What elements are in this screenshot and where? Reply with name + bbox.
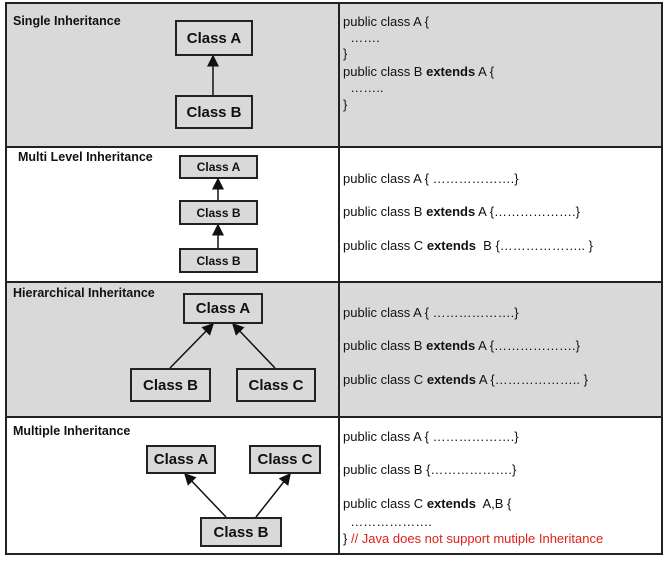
code-text: A,B {	[475, 496, 512, 511]
title-multiple: Multiple Inheritance	[13, 424, 131, 438]
class-box: Class A	[146, 445, 216, 474]
code-line: }	[343, 97, 347, 112]
code-text: ……………….	[343, 514, 432, 529]
code-line: public class C extends B {……………….. }	[343, 238, 593, 253]
code-text: A {……………….. }	[475, 372, 588, 387]
code-text: }	[343, 531, 351, 546]
code-text: public class B	[343, 338, 427, 353]
code-text: }	[343, 97, 348, 112]
code-cell	[338, 148, 661, 281]
class-box: Class A	[175, 20, 253, 56]
class-box: Class B	[200, 517, 282, 547]
code-line: public class B extends A {……………….}	[343, 204, 580, 219]
code-line: public class A { ……………….}	[343, 429, 519, 444]
code-text: A {……………….}	[475, 338, 580, 353]
code-line: ……………….	[343, 514, 432, 529]
code-text: public class C	[343, 496, 427, 511]
class-box: Class A	[179, 155, 258, 179]
code-line: public class B {……………….}	[343, 462, 516, 477]
class-box: Class C	[249, 445, 321, 474]
code-keyword: extends	[426, 238, 476, 253]
code-text: A {……………….}	[475, 204, 580, 219]
code-keyword: extends	[426, 338, 476, 353]
code-text: public class B	[343, 204, 427, 219]
code-text: public class A { ……………….}	[343, 429, 519, 444]
arrow	[183, 472, 227, 518]
code-text: public class B	[343, 64, 427, 79]
code-text: public class B {……………….}	[343, 462, 517, 477]
class-box: Class B	[179, 200, 258, 225]
code-cell	[338, 4, 661, 146]
code-line: public class A { ……………….}	[343, 171, 519, 186]
row-hierarchical	[5, 281, 663, 418]
class-box: Class A	[183, 293, 263, 324]
code-text: public class C	[343, 238, 427, 253]
class-box: Class B	[175, 95, 253, 129]
code-text: A {	[475, 64, 495, 79]
code-cell	[338, 418, 661, 553]
code-text: public class A {	[343, 14, 429, 29]
code-line: public class B extends A {	[343, 64, 494, 79]
code-text: …….	[343, 30, 380, 45]
code-line: public class A {	[343, 14, 429, 29]
code-comment: // Java does not support mutiple Inherit…	[350, 531, 604, 546]
arrow	[231, 322, 276, 369]
arrow	[169, 322, 215, 369]
code-cell	[338, 283, 661, 416]
code-text: public class A { ……………….}	[343, 305, 519, 320]
class-box: Class B	[179, 248, 258, 273]
code-line: }	[343, 46, 347, 61]
row-multiple	[5, 416, 663, 555]
code-text: ……..	[343, 80, 384, 95]
class-box: Class B	[130, 368, 211, 402]
class-box: Class C	[236, 368, 316, 402]
code-line: public class A { ……………….}	[343, 305, 519, 320]
code-keyword: extends	[426, 64, 476, 79]
code-line: public class B extends A {……………….}	[343, 338, 580, 353]
code-keyword: extends	[426, 204, 476, 219]
code-text: public class C	[343, 372, 427, 387]
title-single: Single Inheritance	[13, 14, 121, 28]
code-line: …….	[343, 30, 380, 45]
code-keyword: extends	[426, 496, 476, 511]
code-text: public class A { ……………….}	[343, 171, 519, 186]
code-line: public class C extends A {……………….. }	[343, 372, 588, 387]
code-line: } // Java does not support mutiple Inher…	[343, 531, 603, 546]
row-single	[5, 2, 663, 148]
title-hierarchical: Hierarchical Inheritance	[13, 286, 155, 300]
code-line: public class C extends A,B {	[343, 496, 511, 511]
code-text: }	[343, 46, 348, 61]
code-keyword: extends	[426, 372, 476, 387]
title-multilevel: Multi Level Inheritance	[18, 150, 153, 164]
code-line: ……..	[343, 80, 383, 95]
arrow	[255, 472, 291, 518]
code-text: B {……………….. }	[475, 238, 593, 253]
